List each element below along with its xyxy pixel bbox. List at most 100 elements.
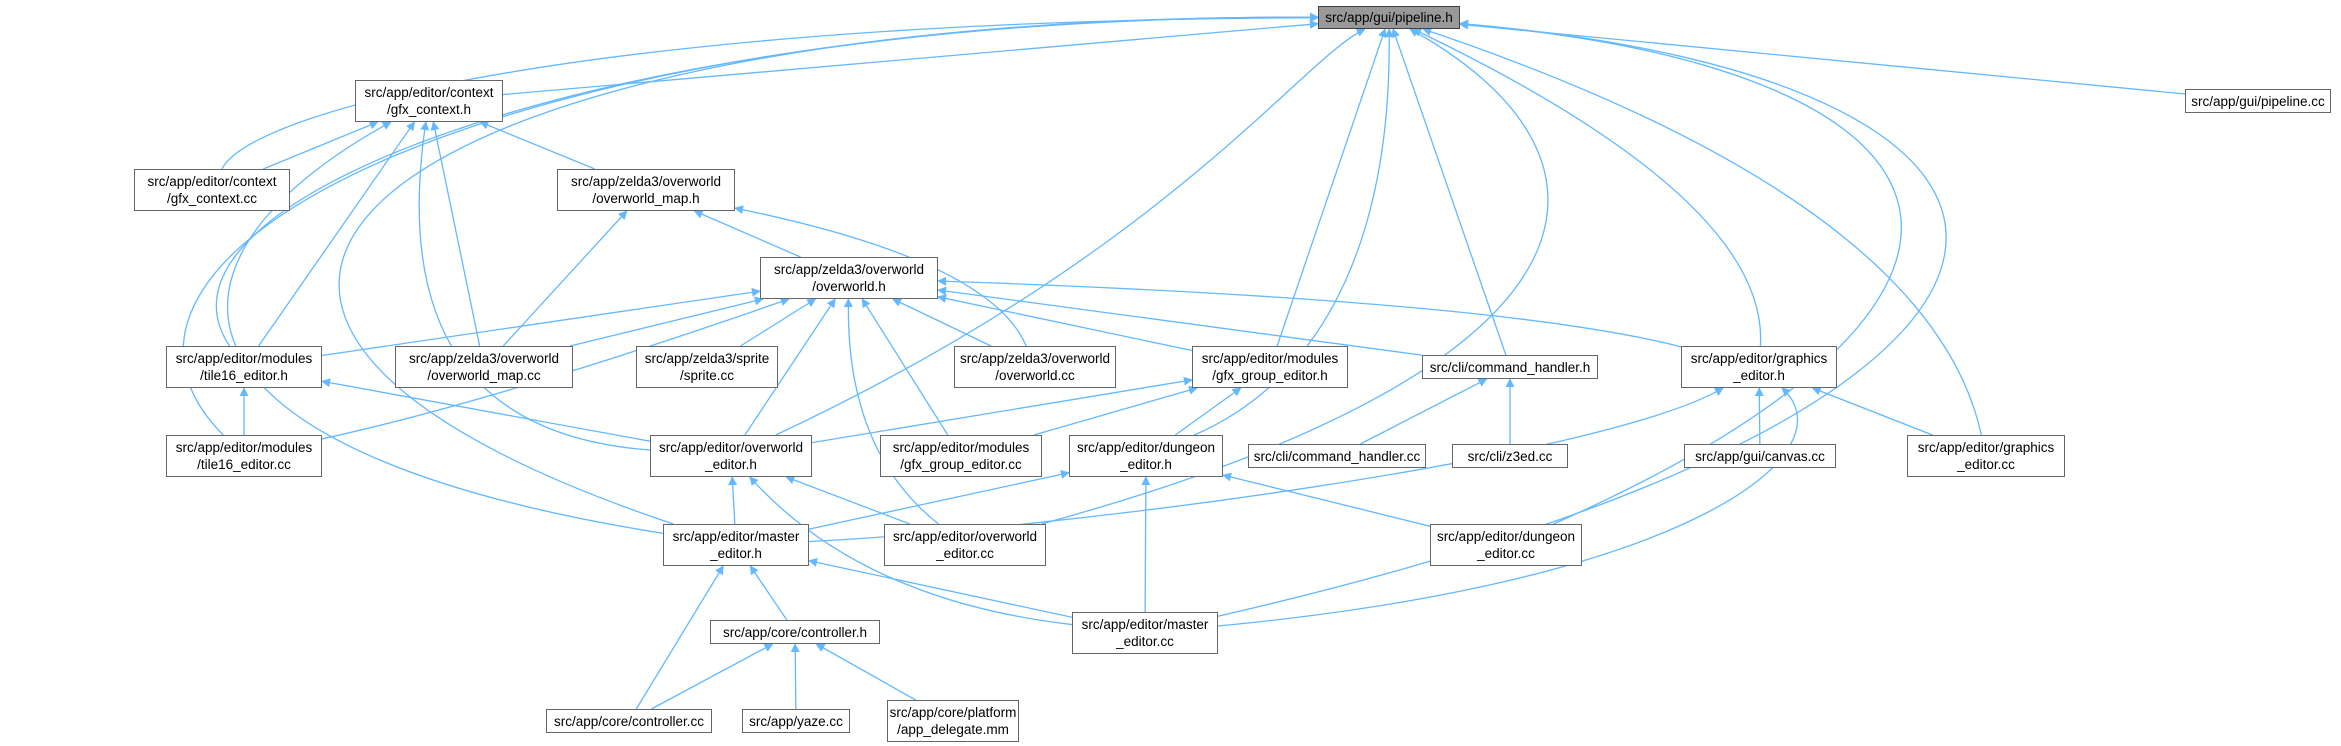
edge-graphics_editor_h-to-overworld_h xyxy=(937,276,1682,348)
node-label-line: src/app/editor/modules xyxy=(175,351,313,366)
edge-gfx_group_editor_h-to-overworld_h xyxy=(937,294,1193,352)
node-yaze-cc[interactable]: src/app/yaze.cc xyxy=(742,709,850,733)
edge-overworld_editor_h-to-tile16_editor_h xyxy=(321,378,651,442)
node-gfx-group-editor-h[interactable]: src/app/editor/modules/gfx_group_editor.… xyxy=(1192,346,1348,388)
edge-master_editor_h-to-pipeline_h xyxy=(338,12,1319,525)
node-label-line: _editor.cc xyxy=(1477,546,1535,561)
node-gfx-group-editor-cc[interactable]: src/app/editor/modules/gfx_group_editor.… xyxy=(880,435,1042,477)
node-command-handler-cc[interactable]: src/cli/command_handler.cc xyxy=(1248,444,1426,468)
node-label-line: /overworld_map.h xyxy=(592,191,700,206)
node-tile16-editor-h[interactable]: src/app/editor/modules/tile16_editor.h xyxy=(166,346,322,388)
node-label-line: _editor.cc xyxy=(1116,634,1174,649)
node-label-line: _editor.h xyxy=(705,457,757,472)
node-label-line: src/app/core/controller.h xyxy=(722,624,868,640)
node-overworld-cc[interactable]: src/app/zelda3/overworld/overworld.cc xyxy=(954,346,1116,388)
node-z3ed-cc[interactable]: src/cli/z3ed.cc xyxy=(1452,444,1568,468)
node-label-line: src/app/editor/dungeon xyxy=(1436,529,1576,544)
node-canvas-cc[interactable]: src/app/gui/canvas.cc xyxy=(1684,444,1836,468)
node-dungeon-editor-h[interactable]: src/app/editor/dungeon_editor.h xyxy=(1069,435,1223,477)
node-label-line: _editor.h xyxy=(1733,368,1785,383)
node-graphics-editor-cc[interactable]: src/app/editor/graphics_editor.cc xyxy=(1907,435,2065,477)
edge-master_editor_cc-to-overworld_editor_h xyxy=(749,476,1073,626)
node-overworld-map-h[interactable]: src/app/zelda3/overworld/overworld_map.h xyxy=(557,169,735,211)
node-label-line: _editor.cc xyxy=(936,546,994,561)
edge-dungeon_editor_cc-to-dungeon_editor_h xyxy=(1222,472,1431,527)
edge-controller_cc-to-controller_h xyxy=(651,643,774,710)
node-label-line: src/app/gui/pipeline.cc xyxy=(2191,93,2325,109)
node-overworld-editor-h[interactable]: src/app/editor/overworld _editor.h xyxy=(650,435,812,477)
node-master-editor-h[interactable]: src/app/editor/master_editor.h xyxy=(663,524,809,566)
node-label-line: src/app/core/platform xyxy=(889,705,1017,720)
edge-dungeon_editor_h-to-gfx_group_editor_h xyxy=(1174,387,1242,436)
edge-overworld_h-to-overworld_map_h xyxy=(693,210,801,258)
edge-dungeon_editor_cc-to-pipeline_h xyxy=(1459,19,1902,525)
node-controller-cc[interactable]: src/app/core/controller.cc xyxy=(546,709,712,733)
node-label-line: /overworld.h xyxy=(812,279,886,294)
node-label-line: _editor.h xyxy=(1120,457,1172,472)
node-command-handler-h[interactable]: src/cli/command_handler.h xyxy=(1422,355,1598,379)
node-label-line: src/app/editor/context xyxy=(147,174,277,189)
node-label-line: src/app/editor/master xyxy=(672,529,800,544)
node-label-line: /gfx_group_editor.h xyxy=(1212,368,1328,383)
node-label-line: src/cli/z3ed.cc xyxy=(1467,448,1553,464)
edge-overworld_editor_cc-to-overworld_editor_h xyxy=(785,475,911,525)
edge-master_editor_cc-to-dungeon_editor_h xyxy=(1141,476,1151,613)
node-overworld-map-cc[interactable]: src/app/zelda3/overworld/overworld_map.c… xyxy=(395,346,573,388)
node-pipeline-cc[interactable]: src/app/gui/pipeline.cc xyxy=(2185,89,2331,113)
node-label-line: src/app/zelda3/overworld xyxy=(570,174,722,189)
node-overworld-h[interactable]: src/app/zelda3/overworld/overworld.h xyxy=(760,257,938,299)
edge-app_delegate_mm-to-controller_h xyxy=(815,643,917,701)
node-overworld-editor-cc[interactable]: src/app/editor/overworld _editor.cc xyxy=(884,524,1046,566)
edge-controller_cc-to-master_editor_h xyxy=(635,565,724,710)
node-label-line: src/app/editor/overworld xyxy=(658,440,804,455)
edge-command_handler_h-to-overworld_h xyxy=(937,286,1423,356)
node-label-line: src/app/zelda3/overworld xyxy=(773,262,925,277)
edge-master_editor_cc-to-pipeline_h xyxy=(1217,19,1947,617)
node-master-editor-cc[interactable]: src/app/editor/master_editor.cc xyxy=(1072,612,1218,654)
edge-sprite_cc-to-overworld_h xyxy=(740,298,817,347)
node-sprite-cc[interactable]: src/app/zelda3/sprite/sprite.cc xyxy=(636,346,778,388)
edge-overworld_map_cc-to-overworld_map_h xyxy=(502,210,628,347)
node-app-delegate-mm[interactable]: src/app/core/platform/app_delegate.mm xyxy=(887,700,1019,742)
edge-master_editor_h-to-overworld_editor_h xyxy=(728,476,738,525)
node-label-line: /sprite.cc xyxy=(679,368,734,383)
node-gfx-context-cc[interactable]: src/app/editor/context/gfx_context.cc xyxy=(134,169,290,211)
edge-graphics_editor_cc-to-graphics_editor_h xyxy=(1811,386,1933,436)
node-label-line: src/cli/command_handler.h xyxy=(1429,359,1591,375)
edge-gfx_context_cc-to-gfx_context_h xyxy=(262,120,379,170)
node-label-line: src/app/gui/canvas.cc xyxy=(1695,448,1825,464)
node-label-line: /app_delegate.mm xyxy=(897,722,1009,737)
node-dungeon-editor-cc[interactable]: src/app/editor/dungeon _editor.cc xyxy=(1430,524,1582,566)
edge-graphics_editor_h-to-pipeline_h xyxy=(1412,28,1762,347)
node-label-line: /gfx_context.h xyxy=(386,102,472,117)
node-controller-h[interactable]: src/app/core/controller.h xyxy=(710,620,880,644)
edge-controller_h-to-master_editor_h xyxy=(749,565,788,621)
node-label-line: src/app/zelda3/sprite xyxy=(644,351,770,366)
edge-yaze_cc-to-controller_h xyxy=(790,643,800,710)
node-label-line: src/app/editor/graphics xyxy=(1690,351,1828,366)
node-label-line: src/app/editor/overworld xyxy=(892,529,1038,544)
node-label-line: /tile16_editor.cc xyxy=(197,457,291,472)
edge-overworld_cc-to-overworld_h xyxy=(892,298,992,347)
edge-gfx_context_h-to-pipeline_h xyxy=(502,19,1319,96)
edge-dungeon_editor_h-to-pipeline_h xyxy=(1194,28,1394,436)
node-label-line: /gfx_context.cc xyxy=(166,191,258,206)
edge-overworld_editor_h-to-pipeline_h xyxy=(775,28,1366,436)
node-label-line: src/app/editor/graphics xyxy=(1917,440,2055,455)
edge-overworld_editor_h-to-overworld_h xyxy=(744,298,836,436)
node-label-line: src/cli/command_handler.cc xyxy=(1253,448,1421,464)
node-label-line: /tile16_editor.h xyxy=(200,368,288,383)
edge-tile16_editor_h-to-overworld_h xyxy=(321,287,761,357)
node-graphics-editor-h[interactable]: src/app/editor/graphics _editor.h xyxy=(1681,346,1837,388)
node-label-line: src/app/zelda3/overworld xyxy=(408,351,560,366)
edge-graphics_editor_cc-to-pipeline_h xyxy=(1422,27,1983,436)
edge-gfx_context_cc-to-pipeline_h xyxy=(221,13,1319,170)
node-pipeline-h[interactable]: src/app/gui/pipeline.h xyxy=(1318,6,1460,29)
edge-overworld_editor_cc-to-overworld_h xyxy=(843,298,939,525)
node-tile16-editor-cc[interactable]: src/app/editor/modules/tile16_editor.cc xyxy=(166,435,322,477)
node-gfx-context-h[interactable]: src/app/editor/context/gfx_context.h xyxy=(355,80,503,122)
node-label-line: /gfx_group_editor.cc xyxy=(900,457,1022,472)
edge-overworld_map_h-to-gfx_context_h xyxy=(479,120,596,170)
